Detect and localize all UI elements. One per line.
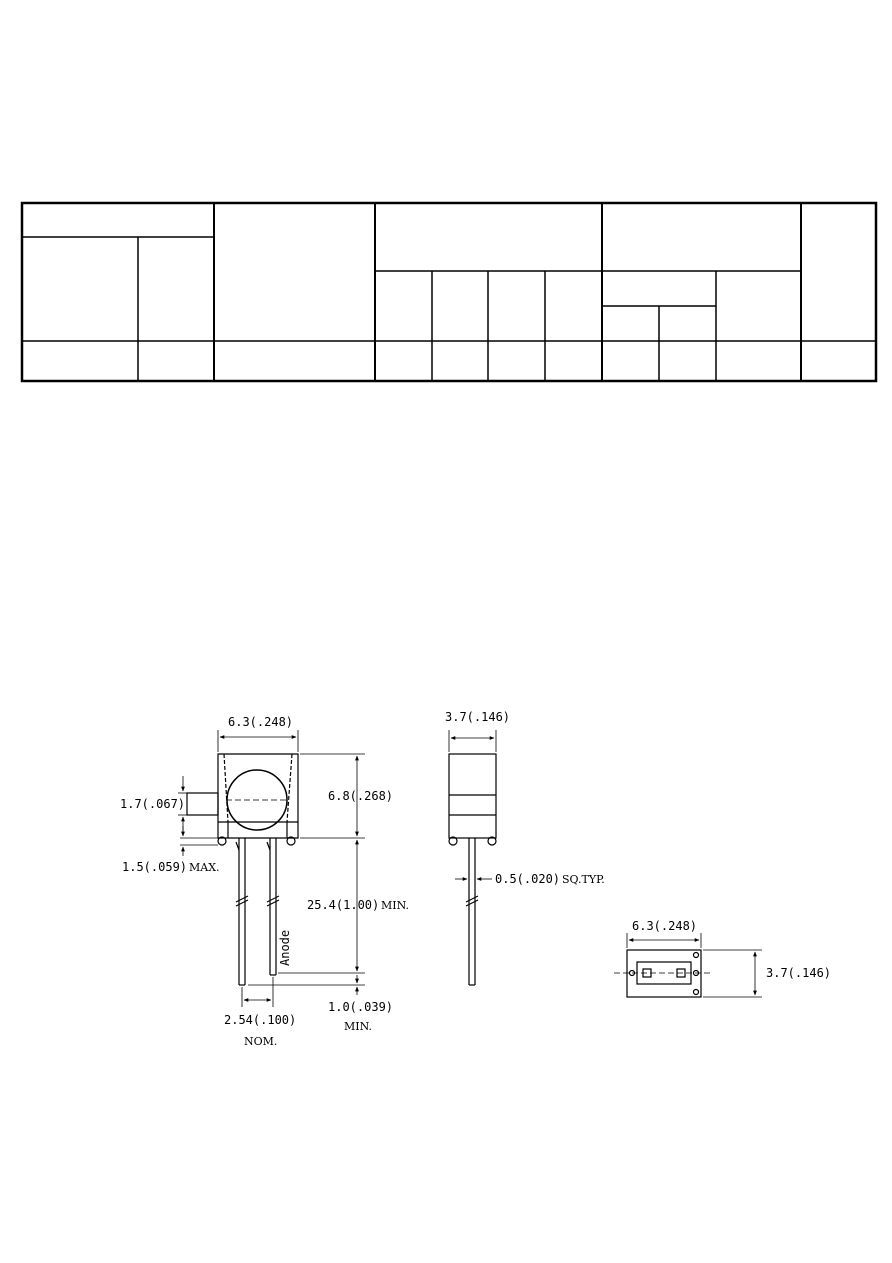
standoff-note: MAX.: [189, 861, 220, 874]
lens-cup-left: [223, 753, 229, 823]
standoff-left: [217, 836, 227, 846]
side-view: [448, 753, 497, 986]
lead-right: [266, 838, 280, 976]
front-view: [186, 753, 299, 986]
bottom-hole-br: [692, 988, 700, 996]
bottom-depth-label: 3.7(.146): [766, 966, 831, 980]
side-standoff-right: [487, 836, 497, 846]
side-lead: [465, 838, 479, 986]
lead-length-label: 25.4(1.00): [307, 898, 379, 912]
bottom-view: [614, 949, 713, 998]
front-height-label: 6.8(.268): [328, 789, 393, 803]
lead-width-label: 1.0(.039): [328, 1000, 393, 1014]
standoff-label: 1.5(.059): [122, 860, 187, 874]
side-dimensions: [448, 730, 497, 881]
lead-spacing-label: 2.54(.100): [224, 1013, 296, 1027]
lead-bend-right: [266, 841, 271, 851]
lead-width-note: MIN.: [344, 1020, 372, 1033]
bottom-hole-tr: [692, 951, 700, 959]
standoff-right: [286, 836, 296, 846]
side-standoff-left: [448, 836, 458, 846]
lead-left: [235, 838, 249, 986]
front-dimensions: [178, 730, 365, 1007]
side-lead-label: 0.5(.020): [495, 872, 560, 886]
side-depth-label: 3.7(.146): [445, 710, 510, 724]
lead-length-note: MIN.: [381, 899, 409, 912]
table-outer-border: [20, 201, 878, 383]
lead-spacing-note: NOM.: [244, 1035, 277, 1048]
side-body: [448, 753, 497, 839]
lens-cup-right: [286, 753, 293, 823]
drawing-labels: 6.3(.248) 6.8(.268) 1.7(.067) 1.5(.059) …: [120, 710, 831, 1048]
side-flange: [186, 792, 219, 816]
side-lead-note: SQ.TYP.: [562, 873, 605, 886]
bottom-width-label: 6.3(.248): [632, 919, 697, 933]
bottom-dimensions: [626, 933, 762, 998]
lead-bend-left: [235, 841, 240, 851]
bottom-body: [626, 949, 702, 998]
flange-label: 1.7(.067): [120, 797, 185, 811]
front-width-label: 6.3(.248): [228, 715, 293, 729]
anode-label: Anode: [278, 930, 292, 966]
